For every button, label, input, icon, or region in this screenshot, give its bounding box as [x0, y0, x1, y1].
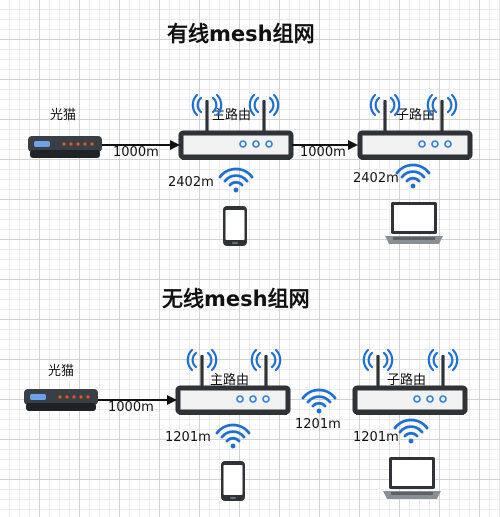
- wireless-main-router-icon: [178, 348, 288, 415]
- wireless-phone-icon: [221, 461, 245, 501]
- wired-main-router-icon: [181, 93, 291, 160]
- wireless-sub-router-icon: [355, 348, 465, 415]
- wireless-sub-router-label: 子路由: [387, 373, 427, 388]
- wired-laptop-wifi-speed: 2402m: [353, 171, 399, 186]
- wireless-arrow-modem-to-main: [98, 395, 177, 405]
- wireless-mesh-title: 无线mesh组网: [162, 287, 310, 311]
- wired-sub-router-icon: [360, 93, 470, 160]
- wired-modem-label: 光猫: [50, 108, 77, 123]
- wired-laptop-icon: [385, 202, 443, 244]
- wired-link-main-sub: 1000m: [300, 145, 346, 160]
- wired-sub-router-label: 子路由: [396, 108, 436, 123]
- wired-link-modem-main: 1000m: [113, 145, 159, 160]
- wireless-laptop-wifi-speed: 1201m: [353, 430, 399, 445]
- wired-phone-icon: [223, 206, 247, 246]
- wireless-laptop-icon: [383, 457, 441, 499]
- wired-mesh-title: 有线mesh组网: [167, 22, 315, 46]
- wireless-phone-wifi-speed: 1201m: [165, 430, 211, 445]
- wireless-phone-wifi-icon: [215, 423, 251, 450]
- wired-phone-wifi-speed: 2402m: [168, 175, 214, 190]
- wireless-modem-icon: [24, 389, 98, 411]
- wireless-laptop-wifi-icon: [393, 418, 429, 445]
- wired-arrow-main-to-sub: [292, 140, 358, 150]
- wireless-main-router-label: 主路由: [210, 373, 250, 388]
- wireless-backhaul-speed: 1201m: [295, 417, 341, 432]
- wired-arrow-modem-to-main: [102, 140, 180, 150]
- wireless-modem-label: 光猫: [48, 364, 75, 379]
- wireless-backhaul-wifi-icon: [301, 388, 337, 415]
- wireless-link-modem-main: 1000m: [108, 400, 154, 415]
- wired-laptop-wifi-icon: [395, 163, 431, 190]
- wired-phone-wifi-icon: [218, 167, 254, 194]
- wired-modem-icon: [28, 136, 102, 158]
- wired-main-router-label: 主路由: [212, 108, 252, 123]
